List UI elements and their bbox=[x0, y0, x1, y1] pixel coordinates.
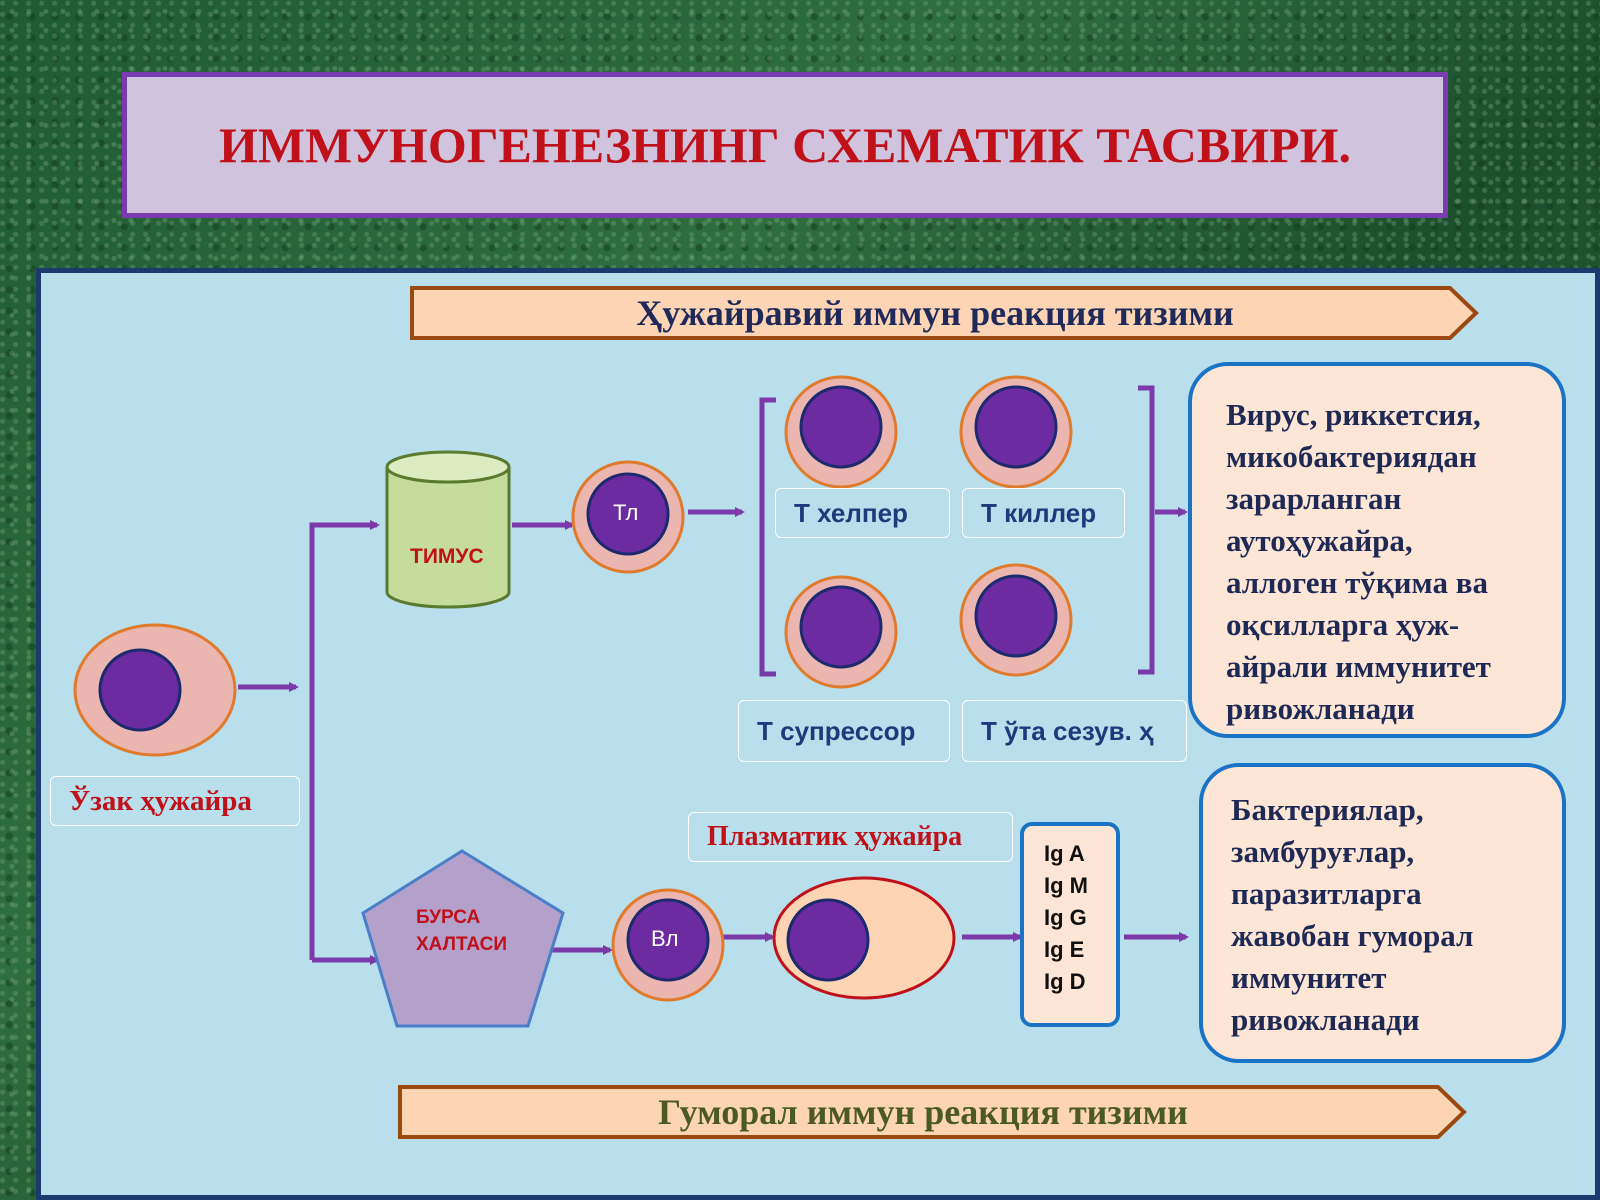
cellular-band bbox=[410, 286, 1479, 340]
left-bracket bbox=[759, 397, 776, 677]
cellular-result-line: ривожланади bbox=[1226, 691, 1415, 726]
t-hypersensitivity-label: Т ўта сезув. ҳ bbox=[962, 700, 1187, 762]
flow-arrows bbox=[238, 507, 1189, 965]
ig-d: Ig D bbox=[1044, 969, 1086, 994]
t-helper-label: Т хелпер bbox=[775, 488, 950, 538]
humoral-result-line: жавобан гуморал bbox=[1231, 918, 1474, 953]
immunoglobulin-list: Ig A Ig M Ig G Ig E Ig D bbox=[1020, 822, 1120, 1027]
t-hypersensitivity-cell bbox=[959, 563, 1073, 677]
plasma-cell-label: Плазматик ҳужайра bbox=[688, 812, 1013, 862]
ig-e: Ig E bbox=[1044, 937, 1085, 962]
stem-cell-label: Ўзак ҳужайра bbox=[50, 776, 300, 826]
thymus-cylinder bbox=[385, 450, 511, 609]
cellular-result-line: оқсилларга ҳуж- bbox=[1226, 607, 1460, 642]
humoral-band-text: Гуморал иммун реакция тизими bbox=[658, 1092, 1188, 1132]
cellular-result-line: зарарланган bbox=[1226, 481, 1402, 516]
bursa-label: БУРСА ХАЛТАСИ bbox=[416, 904, 507, 958]
t-killer-label: Т киллер bbox=[962, 488, 1125, 538]
cellular-result-line: микобактериядан bbox=[1226, 439, 1477, 474]
humoral-result-line: паразитларга bbox=[1231, 876, 1422, 911]
t-suppressor-label: Т супрессор bbox=[738, 700, 950, 762]
bl-cell bbox=[611, 888, 725, 1002]
bl-cell-label: Вл bbox=[651, 926, 679, 951]
ig-a: Ig A bbox=[1044, 841, 1085, 866]
bursa-pentagon bbox=[361, 849, 565, 1028]
cellular-result-line: Вирус, риккетсия, bbox=[1226, 397, 1481, 432]
cellular-result-line: аутоҳужайра, bbox=[1226, 523, 1413, 558]
page-title: ИММУНОГЕНЕЗНИНГ СХЕМАТИК ТАСВИРИ. bbox=[218, 117, 1352, 173]
ig-g: Ig G bbox=[1044, 905, 1087, 930]
t-killer-cell bbox=[959, 375, 1073, 489]
cellular-result-line: аллоген тўқима ва bbox=[1226, 565, 1488, 600]
arrow-branch-to-thymus bbox=[309, 520, 380, 960]
thymus-label: ТИМУС bbox=[410, 545, 484, 568]
right-bracket bbox=[1138, 385, 1155, 675]
humoral-result-line: замбуруғлар, bbox=[1231, 834, 1415, 869]
humoral-result-line: иммунитет bbox=[1231, 960, 1387, 995]
bursa-label-line-1: БУРСА bbox=[416, 907, 481, 928]
t-helper-cell bbox=[784, 375, 898, 489]
humoral-result-line: ривожланади bbox=[1231, 1002, 1420, 1037]
cellular-result-box: Вирус, риккетсия, микобактериядан зарарл… bbox=[1188, 362, 1566, 738]
cellular-result-line: айрали иммунитет bbox=[1226, 649, 1491, 684]
humoral-band bbox=[398, 1085, 1467, 1139]
humoral-result-box: Бактериялар, замбуруғлар, паразитларга ж… bbox=[1199, 763, 1566, 1063]
title-box: ИММУНОГЕНЕЗНИНГ СХЕМАТИК ТАСВИРИ. bbox=[122, 72, 1448, 218]
tl-cell bbox=[571, 460, 685, 574]
tl-cell-label: Тл bbox=[613, 500, 639, 525]
plasma-cell bbox=[772, 876, 956, 1000]
stem-cell bbox=[73, 623, 237, 757]
bursa-label-line-2: ХАЛТАСИ bbox=[416, 934, 507, 955]
ig-m: Ig M bbox=[1044, 873, 1088, 898]
cellular-band-text: Ҳужайравий иммун реакция тизими bbox=[636, 293, 1234, 333]
t-suppressor-cell bbox=[784, 575, 898, 689]
humoral-result-line: Бактериялар, bbox=[1231, 792, 1424, 827]
